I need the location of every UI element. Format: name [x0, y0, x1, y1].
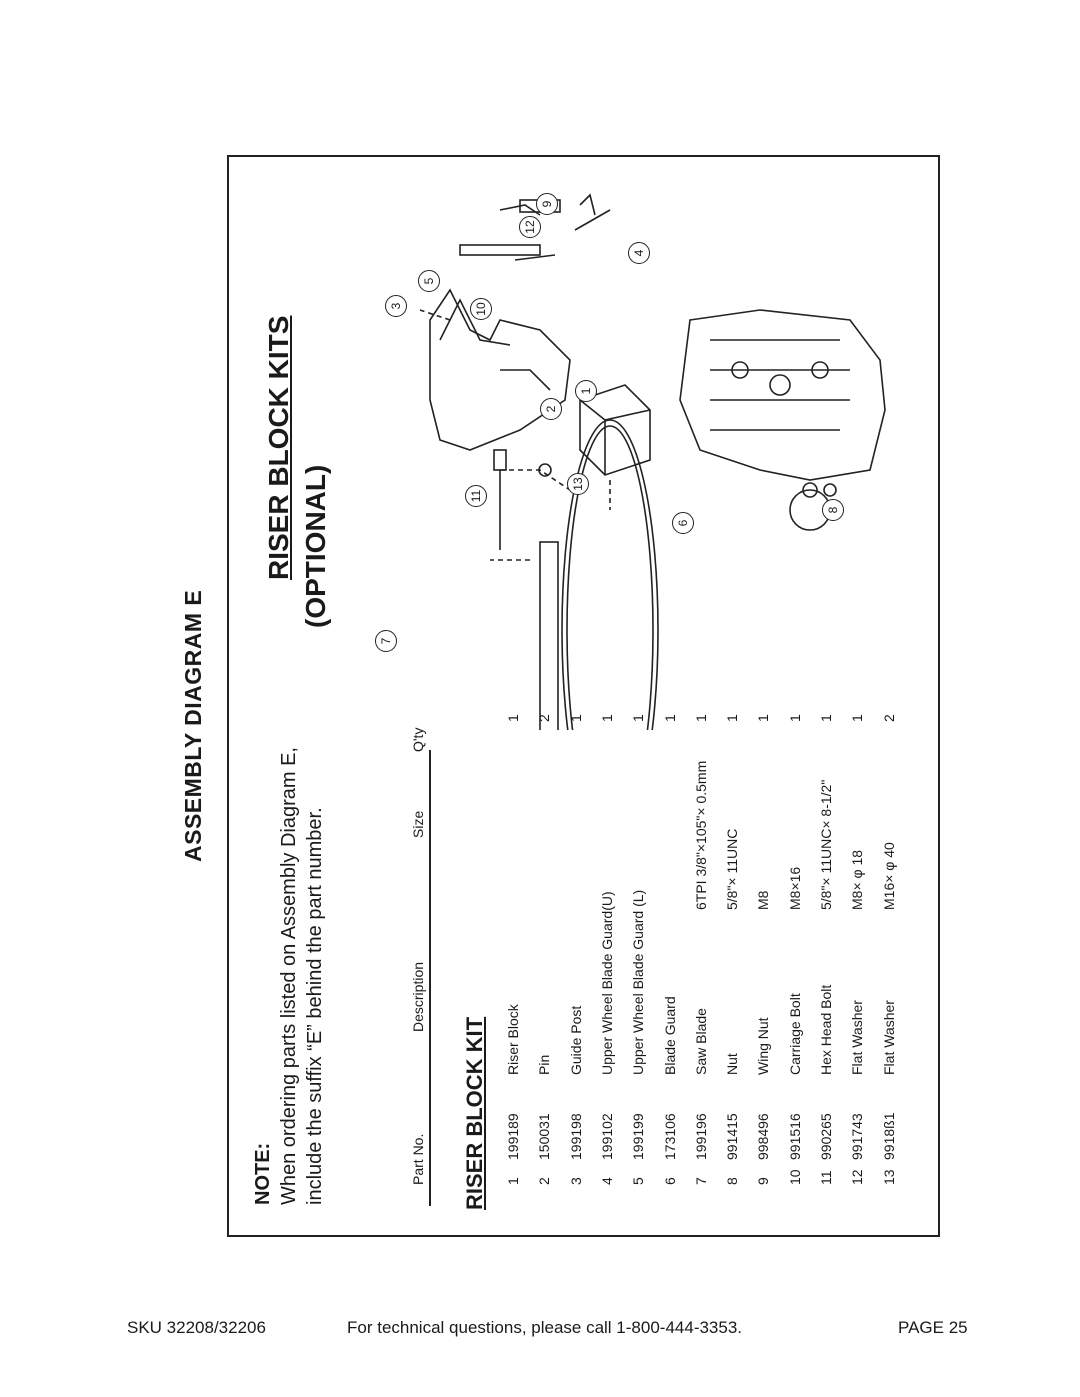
footer-tech-support: For technical questions, please call 1-8… [347, 1318, 743, 1337]
cell-part-no: 199199 [630, 1113, 647, 1160]
riser-block-shape [579, 384, 651, 476]
washer-shape [538, 463, 552, 477]
blade-guard-shape [539, 541, 559, 730]
cell-part-no: 173106 [661, 1113, 678, 1160]
cell-size: 5/8"× 11UNC× 8-1/2" [818, 779, 834, 910]
col-header-size: Size [410, 810, 426, 838]
saw-blade-inner [566, 425, 654, 730]
cell-size: M16× φ 40 [880, 842, 897, 910]
cell-part-no: 199196 [692, 1113, 709, 1160]
cell-item-no: 13 [880, 1169, 897, 1185]
cell-part-no: 199198 [567, 1113, 584, 1160]
cell-part-no: 991516 [786, 1113, 803, 1160]
note-line-2: include the suffix “E” behind the part n… [304, 807, 326, 1205]
cell-item-no: 9 [755, 1177, 772, 1185]
cell-description: Hex Head Bolt [818, 984, 834, 1075]
header-rule [429, 750, 431, 1206]
cell-item-no: 5 [630, 1177, 647, 1185]
callout-11: 11 [465, 485, 487, 507]
cell-description: Pin [536, 1054, 553, 1075]
callout-4: 4 [628, 242, 650, 264]
cell-description: Flat Washer [880, 1000, 897, 1075]
callout-5: 5 [418, 270, 440, 292]
cell-part-no: 991743 [849, 1113, 866, 1160]
cell-item-no: 8 [724, 1177, 741, 1185]
cell-part-no: 199102 [598, 1113, 615, 1160]
cell-description: Blade Guard [661, 996, 678, 1075]
cell-description: Nut [724, 1053, 741, 1075]
cell-size: 5/8"× 11UNC [724, 828, 741, 910]
callout-3: 3 [385, 295, 407, 317]
cell-item-no: 3 [567, 1177, 584, 1185]
cell-part-no: 199189 [505, 1113, 521, 1160]
cell-description: Upper Wheel Blade Guard(U) [598, 891, 615, 1075]
cell-size: M8× φ 18 [849, 849, 866, 910]
cell-part-no: 150031 [536, 1113, 553, 1160]
riser-kits-heading: RISER BLOCK KITS [263, 315, 294, 580]
note-heading: NOTE: [252, 1142, 274, 1205]
cell-description: Upper Wheel Blade Guard (L) [630, 889, 647, 1075]
cell-size: M8×16 [786, 866, 803, 910]
cell-size: M8 [755, 890, 772, 910]
callout-9: 9 [536, 193, 558, 215]
cell-item-no: 6 [661, 1177, 678, 1185]
callout-8: 8 [822, 499, 844, 521]
cell-part-no: 990265 [818, 1113, 834, 1160]
cell-part-no: 991415 [724, 1113, 741, 1160]
cell-item-no: 7 [692, 1177, 709, 1185]
note-line-1: When ordering parts listed on Assembly D… [278, 747, 300, 1205]
riser-kits-optional: (OPTIONAL) [300, 464, 331, 628]
cell-item-no: 4 [598, 1177, 615, 1185]
cell-description: Carriage Bolt [786, 993, 803, 1075]
callout-12: 12 [519, 216, 541, 238]
callout-6: 6 [672, 512, 694, 534]
callout-7: 7 [375, 630, 397, 652]
cell-description: Riser Block [505, 1004, 521, 1075]
exploded-parts-illustration [419, 193, 886, 730]
col-header-description: Description [410, 961, 426, 1032]
callout-10: 10 [470, 298, 492, 320]
col-header-qty: Q'ty [410, 727, 426, 752]
cell-description: Saw Blade [692, 1008, 709, 1075]
diagram-frame [227, 155, 940, 1237]
cell-item-no: 11 [818, 1170, 834, 1185]
cell-item-no: 1 [505, 1177, 521, 1185]
cell-item-no: 2 [536, 1177, 553, 1185]
cell-description: Guide Post [567, 1005, 584, 1075]
callout-2: 2 [540, 398, 562, 420]
cell-part-no: 998496 [755, 1113, 772, 1160]
col-header-part: Part No. [410, 1133, 426, 1185]
saw-blade-shape [561, 419, 659, 730]
cell-description: Wing Nut [755, 1017, 772, 1075]
callout-13: 13 [567, 473, 589, 495]
upper-wheel-guard-shape [429, 288, 571, 451]
cell-item-no: 10 [786, 1169, 803, 1185]
callout-1: 1 [575, 380, 597, 402]
cell-size: 6TPI 3/8"×105"× 0.5mm [692, 760, 709, 910]
kit-heading: RISER BLOCK KIT [462, 1016, 487, 1210]
footer-page-number: PAGE 25 [898, 1318, 968, 1337]
cell-part-no: 9918ß1 [880, 1112, 897, 1160]
cell-item-no: 12 [849, 1169, 866, 1185]
frame-casting-shape [679, 309, 886, 481]
cell-description: Flat Washer [849, 1000, 866, 1075]
footer-sku: SKU 32208/32206 [127, 1318, 266, 1337]
page-title: ASSEMBLY DIAGRAM E [180, 589, 206, 862]
